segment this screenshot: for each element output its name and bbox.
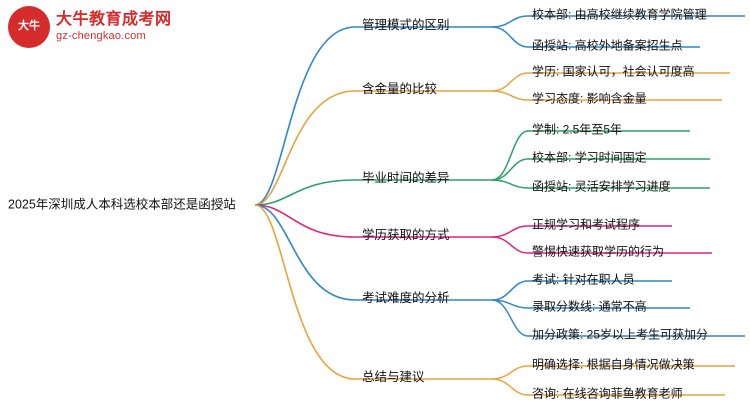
mindmap-leaf-5-3: 加分政策: 25岁以上考生可获加分 <box>532 327 709 342</box>
mindmap-leaf-5-1: 考试: 针对在职人员 <box>532 272 635 287</box>
mindmap-branch-label-6: 总结与建议 <box>362 370 425 384</box>
logo-text: 大牛教育成考网 gz-chengkao.com <box>56 10 172 43</box>
mindmap-leaf-2-2: 学习态度: 影响含金量 <box>532 91 647 106</box>
mindmap-leaf-1-1: 校本部: 由高校继续教育学院管理 <box>532 7 707 22</box>
mindmap-leaf-6-1: 明确选择: 根据自身情况做决策 <box>532 357 695 372</box>
logo-title: 大牛教育成考网 <box>56 11 172 29</box>
mindmap-leaf-3-1: 学制: 2.5年至5年 <box>532 122 623 137</box>
mindmap-branch-label-5: 考试难度的分析 <box>362 291 450 305</box>
mindmap-branch-label-2: 含金量的比较 <box>362 82 438 96</box>
mindmap-root-label: 2025年深圳成人本科选校本部还是函授站 <box>8 197 236 212</box>
mindmap-leaf-1-2: 函授站: 高校外地备案招生点 <box>532 38 683 53</box>
mindmap-leaf-4-2: 警惕快速获取学历的行为 <box>532 244 665 259</box>
mindmap-leaf-2-1: 学历: 国家认可，社会认可度高 <box>532 64 695 79</box>
mindmap-leaf-5-2: 录取分数线: 通常不高 <box>532 299 647 314</box>
mindmap-branch-label-3: 毕业时间的差异 <box>362 171 450 185</box>
mindmap-leaf-3-3: 函授站: 灵活安排学习进度 <box>532 179 671 194</box>
mindmap-branch-label-4: 学历获取的方式 <box>362 228 450 242</box>
logo-subtitle: gz-chengkao.com <box>56 30 146 43</box>
logo-mark-icon: 大牛 <box>8 6 50 48</box>
mindmap-leaf-3-2: 校本部: 学习时间固定 <box>532 150 647 165</box>
mindmap-branch-label-1: 管理模式的区别 <box>362 18 450 32</box>
site-logo: 大牛 大牛教育成考网 gz-chengkao.com <box>8 6 172 48</box>
mindmap-leaf-4-1: 正规学习和考试程序 <box>532 217 641 232</box>
mindmap-leaf-6-2: 咨询: 在线咨询菲鱼教育老师 <box>532 386 683 401</box>
